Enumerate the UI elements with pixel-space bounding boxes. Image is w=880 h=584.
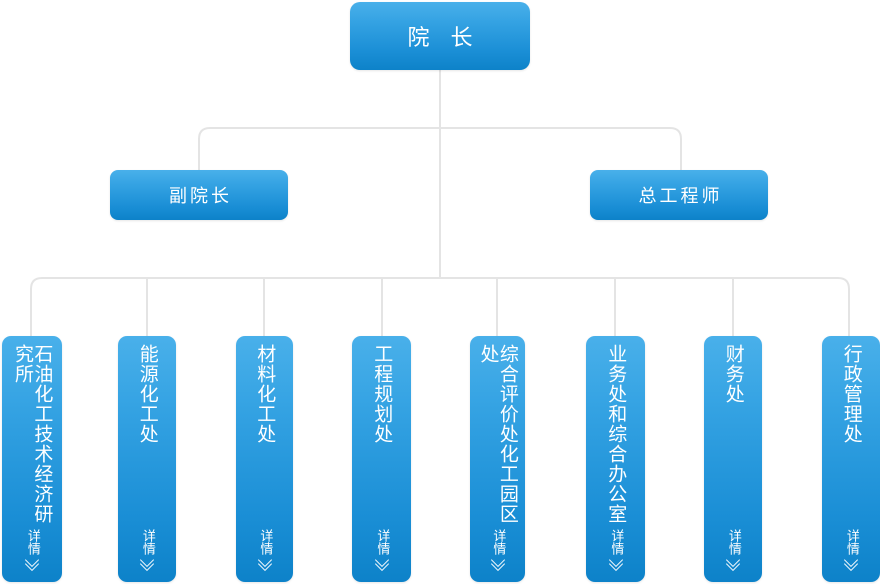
node-dept-8-more-label: 详情 <box>843 529 859 555</box>
node-dept-2-label: 能源化工处 <box>136 344 159 444</box>
node-dept-2-more-button[interactable]: 详情 <box>139 529 155 572</box>
chevron-double-down-icon <box>24 552 40 572</box>
node-dept-3-label: 材料化工处 <box>254 344 277 444</box>
node-dept-6-more-label: 详情 <box>608 529 624 555</box>
node-president[interactable]: 院 长 <box>350 2 530 70</box>
node-dept-4-more-button[interactable]: 详情 <box>374 529 390 572</box>
node-dept-7[interactable]: 财务处 详情 <box>704 336 762 582</box>
node-dept-5-label: 综合评价处化工园区处 <box>477 344 519 524</box>
connector-level2-bus <box>198 127 682 170</box>
node-dept-3-more-label: 详情 <box>257 529 273 555</box>
node-dept-5-more-label: 详情 <box>490 529 506 555</box>
node-dept-3-more-button[interactable]: 详情 <box>257 529 273 572</box>
node-dept-5-more-button[interactable]: 详情 <box>490 529 506 572</box>
connector-level3-bus <box>30 277 850 336</box>
node-dept-7-more-button[interactable]: 详情 <box>725 529 741 572</box>
node-dept-8[interactable]: 行政管理处 详情 <box>822 336 880 582</box>
node-dept-1-more-label: 详情 <box>24 529 40 555</box>
node-dept-1-label: 石油化工技术经济研究所 <box>12 344 54 524</box>
node-dept-8-label: 行政管理处 <box>840 344 863 444</box>
node-dept-4[interactable]: 工程规划处 详情 <box>352 336 411 582</box>
node-dept-5[interactable]: 综合评价处化工园区处 详情 <box>470 336 525 582</box>
node-dept-8-more-button[interactable]: 详情 <box>843 529 859 572</box>
node-vice-president-label: 副院长 <box>169 186 232 207</box>
node-dept-1-more-button[interactable]: 详情 <box>24 529 40 572</box>
node-dept-4-label: 工程规划处 <box>371 344 394 444</box>
chevron-double-down-icon <box>139 552 155 572</box>
chevron-double-down-icon <box>608 552 623 572</box>
node-dept-2-more-label: 详情 <box>139 529 155 555</box>
node-chief-engineer[interactable]: 总工程师 <box>590 170 768 220</box>
node-dept-2[interactable]: 能源化工处 详情 <box>118 336 176 582</box>
node-vice-president[interactable]: 副院长 <box>110 170 288 220</box>
node-dept-6-more-button[interactable]: 详情 <box>608 529 624 572</box>
node-president-label: 院 长 <box>407 26 480 51</box>
node-dept-3[interactable]: 材料化工处 详情 <box>236 336 293 582</box>
chevron-double-down-icon <box>490 552 505 572</box>
node-dept-7-label: 财务处 <box>722 344 745 404</box>
node-chief-engineer-label: 总工程师 <box>638 186 723 207</box>
node-dept-4-more-label: 详情 <box>374 529 390 555</box>
node-dept-1[interactable]: 石油化工技术经济研究所 详情 <box>2 336 62 582</box>
chevron-double-down-icon <box>843 552 859 572</box>
chevron-double-down-icon <box>257 552 272 572</box>
chevron-double-down-icon <box>725 552 741 572</box>
node-dept-6-label: 业务处和综合办公室 <box>605 344 628 524</box>
chevron-double-down-icon <box>374 552 389 572</box>
node-dept-7-more-label: 详情 <box>725 529 741 555</box>
node-dept-6[interactable]: 业务处和综合办公室 详情 <box>586 336 645 582</box>
